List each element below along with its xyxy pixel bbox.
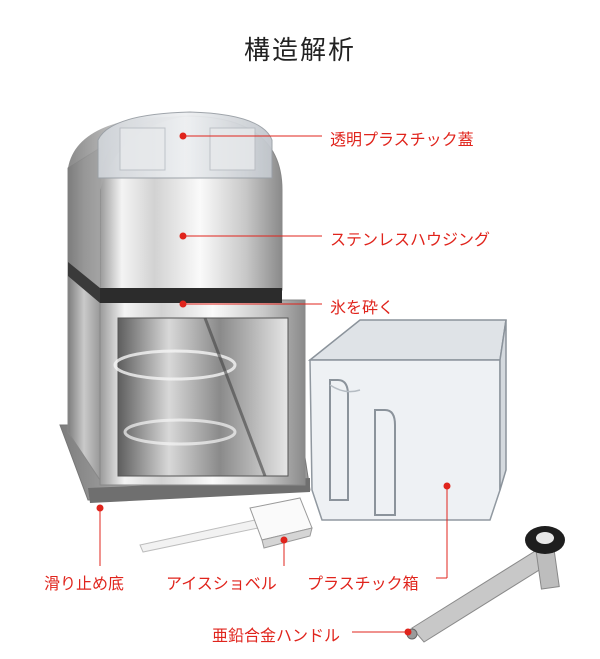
ice-crusher [59, 111, 311, 503]
label-non-slip-base: 滑り止め底 [44, 574, 125, 593]
label-crush-ice: 氷を砕く [330, 298, 395, 317]
ice-scoop [139, 497, 313, 553]
plastic-box [307, 319, 507, 521]
label-zinc-alloy-handle: 亜鉛合金ハンドル [212, 626, 341, 645]
label-stainless-housing: ステンレスハウジング [330, 230, 491, 249]
crank-handle [406, 526, 565, 643]
page-title: 構造解析 [243, 36, 356, 66]
callout-lines [96, 132, 451, 636]
label-ice-scoop: アイスショベル [166, 574, 277, 593]
crush-band [100, 288, 282, 303]
label-plastic-box: プラスチック箱 [307, 574, 419, 593]
crushing-chamber [117, 317, 289, 477]
label-plastic-lid: 透明プラスチック蓋 [330, 130, 474, 149]
